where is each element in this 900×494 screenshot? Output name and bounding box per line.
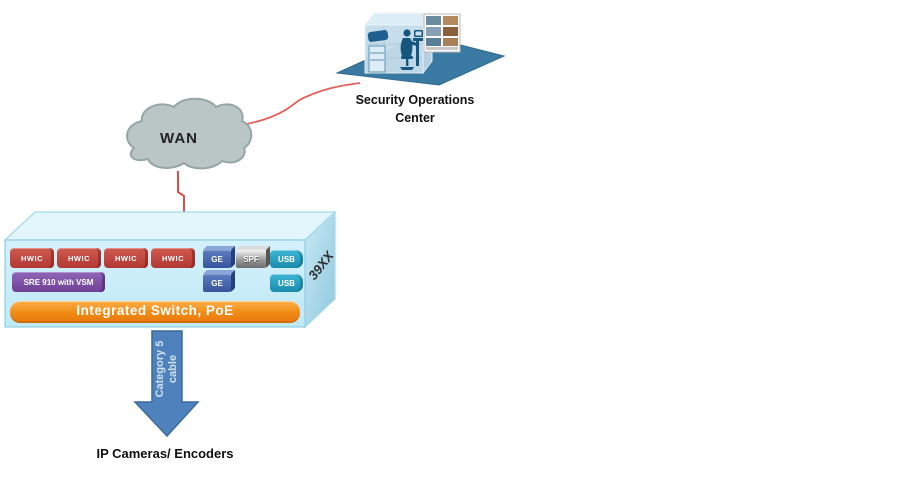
link-wan-to-soc (237, 82, 361, 127)
video-wall-icon (423, 13, 461, 53)
module-ge-1: GE (203, 250, 231, 268)
soc-illustration-icon (335, 11, 506, 86)
phone-icon (367, 30, 389, 42)
cable-label-line2: cable (167, 354, 179, 384)
cable-arrow-icon (133, 330, 200, 438)
module-hwic-3: HWIC (104, 248, 148, 268)
cabinet-icon (368, 45, 386, 73)
module-usb-1: USB (270, 250, 303, 268)
cable-label: Category 5 cable (154, 341, 180, 398)
module-spf: SPF (236, 250, 266, 268)
wan-label: WAN (160, 130, 198, 147)
cable-label-line1: Category 5 (154, 340, 166, 398)
module-hwic-4: HWIC (151, 248, 195, 268)
integrated-switch-bar: Integrated Switch, PoE (10, 301, 300, 321)
module-usb-2: USB (270, 274, 303, 292)
module-hwic-1: HWIC (10, 248, 54, 268)
module-ge-2: GE (203, 274, 231, 292)
operator-icon (400, 29, 423, 70)
wan-cloud-icon (126, 97, 253, 170)
ip-cameras-label: IP Cameras/ Encoders (96, 446, 234, 461)
soc-label-line2: Center (395, 111, 435, 125)
module-hwic-2: HWIC (57, 248, 101, 268)
link-wan-to-router (177, 171, 185, 212)
module-sre: SRE 910 with VSM (12, 272, 105, 292)
soc-label-line1: Security Operations (355, 93, 475, 107)
